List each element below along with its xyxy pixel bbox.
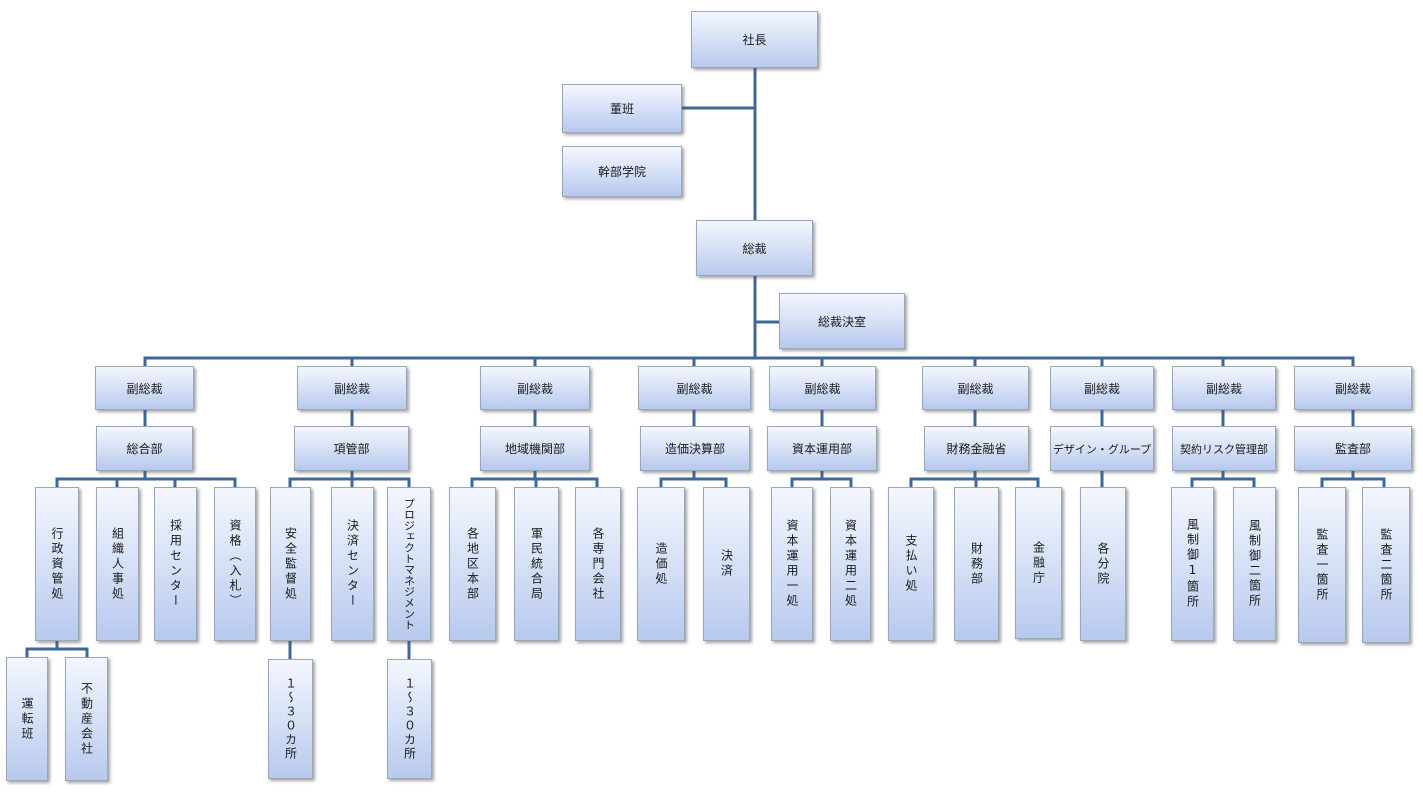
unit-label: 軍民統合局 [529, 526, 544, 602]
unit-label: 監査二箇所 [1379, 527, 1393, 603]
subunit-node-transport[interactable]: 運転班 [6, 657, 48, 781]
unit-label: 決済センター [345, 519, 360, 609]
vp-node-1[interactable]: 副総裁 [95, 366, 194, 410]
dept-node-capital[interactable]: 資本運用部 [767, 426, 877, 471]
vp-label: 副総裁 [1334, 381, 1371, 396]
vp-label: 副総裁 [804, 381, 841, 396]
dept-label: 項管部 [333, 442, 370, 456]
dept-label: 地域機関部 [504, 442, 565, 456]
unit-label: 資本運用一処 [785, 519, 799, 609]
unit-node-regional-hq[interactable]: 各地区本部 [449, 487, 496, 641]
unit-node-audit-1[interactable]: 監査一箇所 [1298, 487, 1346, 643]
vp-node-7[interactable]: 副総裁 [1050, 366, 1154, 410]
vp-node-8[interactable]: 副総裁 [1172, 366, 1276, 410]
unit-node-settlement[interactable]: 決済 [703, 487, 750, 641]
unit-node-capital-1[interactable]: 資本運用一処 [771, 487, 813, 641]
dept-label: デザイン・グループ [1052, 442, 1152, 456]
dept-node-finance[interactable]: 財務金融省 [924, 426, 1029, 471]
dept-node-audit[interactable]: 監査部 [1294, 426, 1412, 471]
dept-label: 財務金融省 [946, 442, 1007, 456]
unit-label: １～３０カ所 [283, 677, 298, 761]
vp-label: 副総裁 [333, 381, 370, 396]
unit-label: 各分院 [1096, 541, 1110, 587]
unit-label: 資本運用二処 [843, 519, 858, 609]
ceo-office-label: 総裁決室 [817, 314, 866, 329]
unit-label: 監査一箇所 [1315, 527, 1329, 603]
vp-node-2[interactable]: 副総裁 [297, 366, 407, 410]
unit-label: 決済 [719, 549, 734, 579]
ceo-node[interactable]: 総裁 [696, 220, 813, 276]
dept-label: 総合部 [126, 442, 163, 456]
unit-label: 行政資管処 [50, 526, 64, 602]
unit-node-finance-dept[interactable]: 財務部 [954, 487, 999, 641]
vp-label: 副総裁 [957, 381, 994, 396]
unit-label: 造価処 [654, 541, 668, 587]
unit-label: 運転班 [20, 696, 34, 742]
vp-node-3[interactable]: 副総裁 [480, 366, 590, 410]
dept-label: 契約リスク管理部 [1180, 442, 1268, 456]
unit-node-org-hr[interactable]: 組織人事処 [96, 487, 139, 641]
unit-node-risk-1[interactable]: 風制御1箇所 [1171, 487, 1214, 641]
president-label: 社長 [742, 33, 767, 47]
unit-label: 安全監督処 [283, 526, 298, 602]
unit-label: 支払い処 [904, 534, 918, 594]
unit-label: プロジェクトマネジメント [402, 498, 416, 630]
unit-label: 各専門会社 [591, 526, 605, 602]
dept-node-design[interactable]: デザイン・グループ [1050, 426, 1154, 471]
vp-label: 副総裁 [1205, 381, 1242, 396]
dept-node-general[interactable]: 総合部 [96, 426, 193, 471]
unit-label: 各地区本部 [465, 526, 480, 602]
unit-node-qualify[interactable]: 資格（入札） [214, 487, 256, 641]
unit-label: 不動産会社 [79, 681, 94, 757]
unit-node-safety[interactable]: 安全監督処 [270, 487, 311, 641]
unit-node-settle-center[interactable]: 決済センター [331, 487, 374, 641]
ceo-office-node[interactable]: 総裁決室 [779, 293, 905, 349]
vp-label: 副総裁 [126, 381, 163, 396]
ceo-label: 総裁 [742, 241, 767, 256]
dept-label: 造価決算部 [664, 442, 725, 456]
subunit-node-realestate[interactable]: 不動産会社 [65, 657, 108, 781]
dept-node-cost[interactable]: 造価決算部 [640, 426, 750, 471]
vp-label: 副総裁 [676, 381, 713, 396]
president-node[interactable]: 社長 [691, 11, 818, 68]
unit-node-cost-office[interactable]: 造価処 [637, 487, 685, 641]
vp-label: 副総裁 [1083, 381, 1120, 396]
unit-node-recruit[interactable]: 採用センター [154, 487, 197, 641]
subunit-node-sites-a[interactable]: １～３０カ所 [268, 659, 313, 779]
vp-node-6[interactable]: 副総裁 [922, 366, 1029, 410]
unit-label: 金融庁 [1031, 540, 1046, 586]
unit-label: 風制御二箇所 [1247, 519, 1262, 609]
unit-label: 資格（入札） [228, 519, 242, 609]
dept-node-items[interactable]: 項管部 [294, 426, 409, 471]
unit-node-capital-2[interactable]: 資本運用二処 [830, 487, 871, 641]
dept-node-contract-risk[interactable]: 契約リスク管理部 [1172, 426, 1276, 471]
unit-node-risk-2[interactable]: 風制御二箇所 [1233, 487, 1276, 641]
unit-node-civil-bureau[interactable]: 軍民統合局 [514, 487, 559, 641]
unit-label: 風制御1箇所 [1185, 518, 1200, 610]
vp-node-4[interactable]: 副総裁 [638, 366, 751, 410]
board-node[interactable]: 董班 [562, 84, 682, 133]
unit-node-finance-agency[interactable]: 金融庁 [1015, 487, 1062, 639]
unit-node-special-co[interactable]: 各専門会社 [575, 487, 621, 641]
board-label: 董班 [609, 102, 634, 116]
unit-label: 組織人事処 [110, 526, 125, 602]
unit-label: 財務部 [969, 541, 984, 587]
dept-node-regional[interactable]: 地域機関部 [480, 426, 590, 471]
academy-label: 幹部学院 [597, 165, 646, 179]
dept-label: 監査部 [1334, 442, 1371, 456]
unit-label: １～３０カ所 [402, 677, 417, 761]
vp-label: 副総裁 [516, 381, 553, 396]
unit-node-audit-2[interactable]: 監査二箇所 [1362, 487, 1410, 643]
unit-node-branches[interactable]: 各分院 [1080, 487, 1126, 641]
subunit-node-sites-b[interactable]: １～３０カ所 [387, 659, 432, 779]
unit-node-admin-asset[interactable]: 行政資管処 [35, 487, 79, 641]
academy-node[interactable]: 幹部学院 [562, 146, 682, 197]
vp-node-9[interactable]: 副総裁 [1294, 366, 1412, 410]
dept-label: 資本運用部 [791, 442, 852, 456]
unit-node-project-mgmt[interactable]: プロジェクトマネジメント [387, 487, 431, 641]
vp-node-5[interactable]: 副総裁 [769, 366, 876, 410]
unit-node-payment[interactable]: 支払い処 [888, 487, 934, 641]
unit-label: 採用センター [168, 519, 183, 609]
